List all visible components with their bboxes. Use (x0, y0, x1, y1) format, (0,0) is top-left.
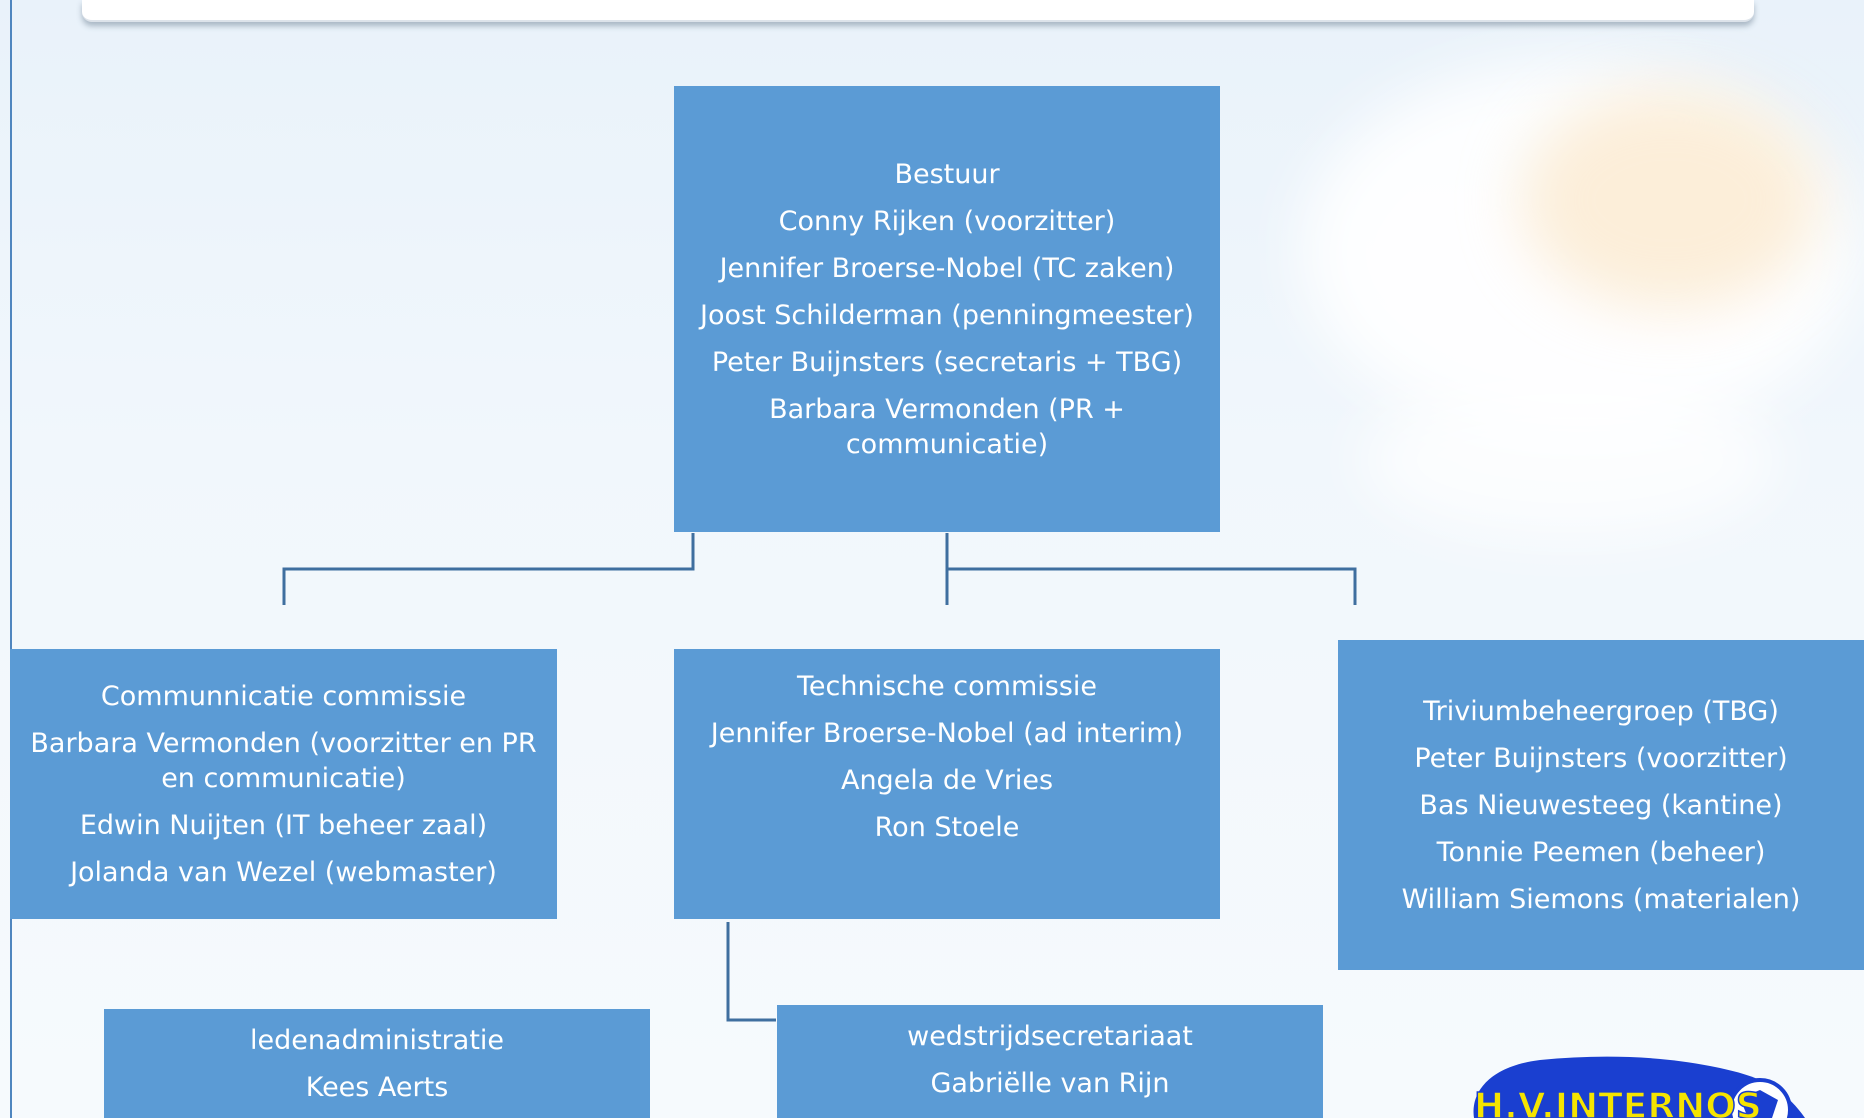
box-title: Bestuur (894, 158, 1000, 190)
member: Conny Rijken (voorzitter) (778, 205, 1116, 237)
box-ledenadministratie: ledenadministratie Kees Aerts (104, 1009, 650, 1118)
connector-bestuur-tbg (947, 567, 1357, 605)
member: Kees Aerts (305, 1072, 449, 1103)
box-technische-commissie: Technische commissie Jennifer Broerse-No… (674, 649, 1220, 919)
box-title: Technische commissie (796, 671, 1098, 702)
member: Ron Stoele (874, 812, 1020, 843)
box-title: wedstrijdsecretariaat (907, 1021, 1193, 1052)
member: Barbara Vermonden (PR + communicatie) (769, 393, 1125, 460)
member: Barbara Vermonden (voorzitter en PR en c… (30, 727, 537, 794)
member: Angela de Vries (840, 765, 1054, 796)
box-triviumbeheergroep: Triviumbeheergroep (TBG) Peter Buijnster… (1338, 640, 1864, 970)
box-wedstrijdsecretariaat: wedstrijdsecretariaat Gabriëlle van Rijn (777, 1005, 1323, 1118)
member: Joost Schilderman (penningmeester) (700, 299, 1194, 331)
logo-text: H.V.INTERNOS (1474, 1086, 1762, 1118)
box-bestuur: Bestuur Conny Rijken (voorzitter) Jennif… (674, 86, 1220, 532)
internos-logo: H.V.INTERNOS (1473, 1056, 1805, 1118)
member: Jolanda van Wezel (webmaster) (70, 856, 497, 888)
member: Peter Buijnsters (secretaris + TBG) (711, 346, 1183, 378)
member: Jennifer Broerse-Nobel (ad interim) (710, 718, 1184, 749)
box-communicatie-commissie: Communnicatie commissie Barbara Vermonde… (10, 649, 557, 919)
member: Tonnie Peemen (beheer) (1436, 836, 1766, 868)
top-panel-edge (82, 0, 1754, 22)
connector-bestuur-communicatie (282, 533, 695, 605)
member: Bas Nieuwesteeg (kantine) (1419, 789, 1783, 821)
member: William Siemons (materialen) (1401, 883, 1801, 915)
box-title: ledenadministratie (249, 1025, 505, 1056)
member: Jennifer Broerse-Nobel (TC zaken) (719, 252, 1175, 284)
member: Edwin Nuijten (IT beheer zaal) (79, 809, 488, 841)
member: Gabriëlle van Rijn (930, 1068, 1170, 1099)
box-title: Triviumbeheergroep (TBG) (1423, 695, 1779, 727)
slide-frame-left-edge (10, 0, 12, 1118)
member: Peter Buijnsters (voorzitter) (1414, 742, 1788, 774)
connector-technisch-wedstrijdsecretariaat (726, 922, 776, 1022)
box-title: Communnicatie commissie (100, 680, 467, 712)
